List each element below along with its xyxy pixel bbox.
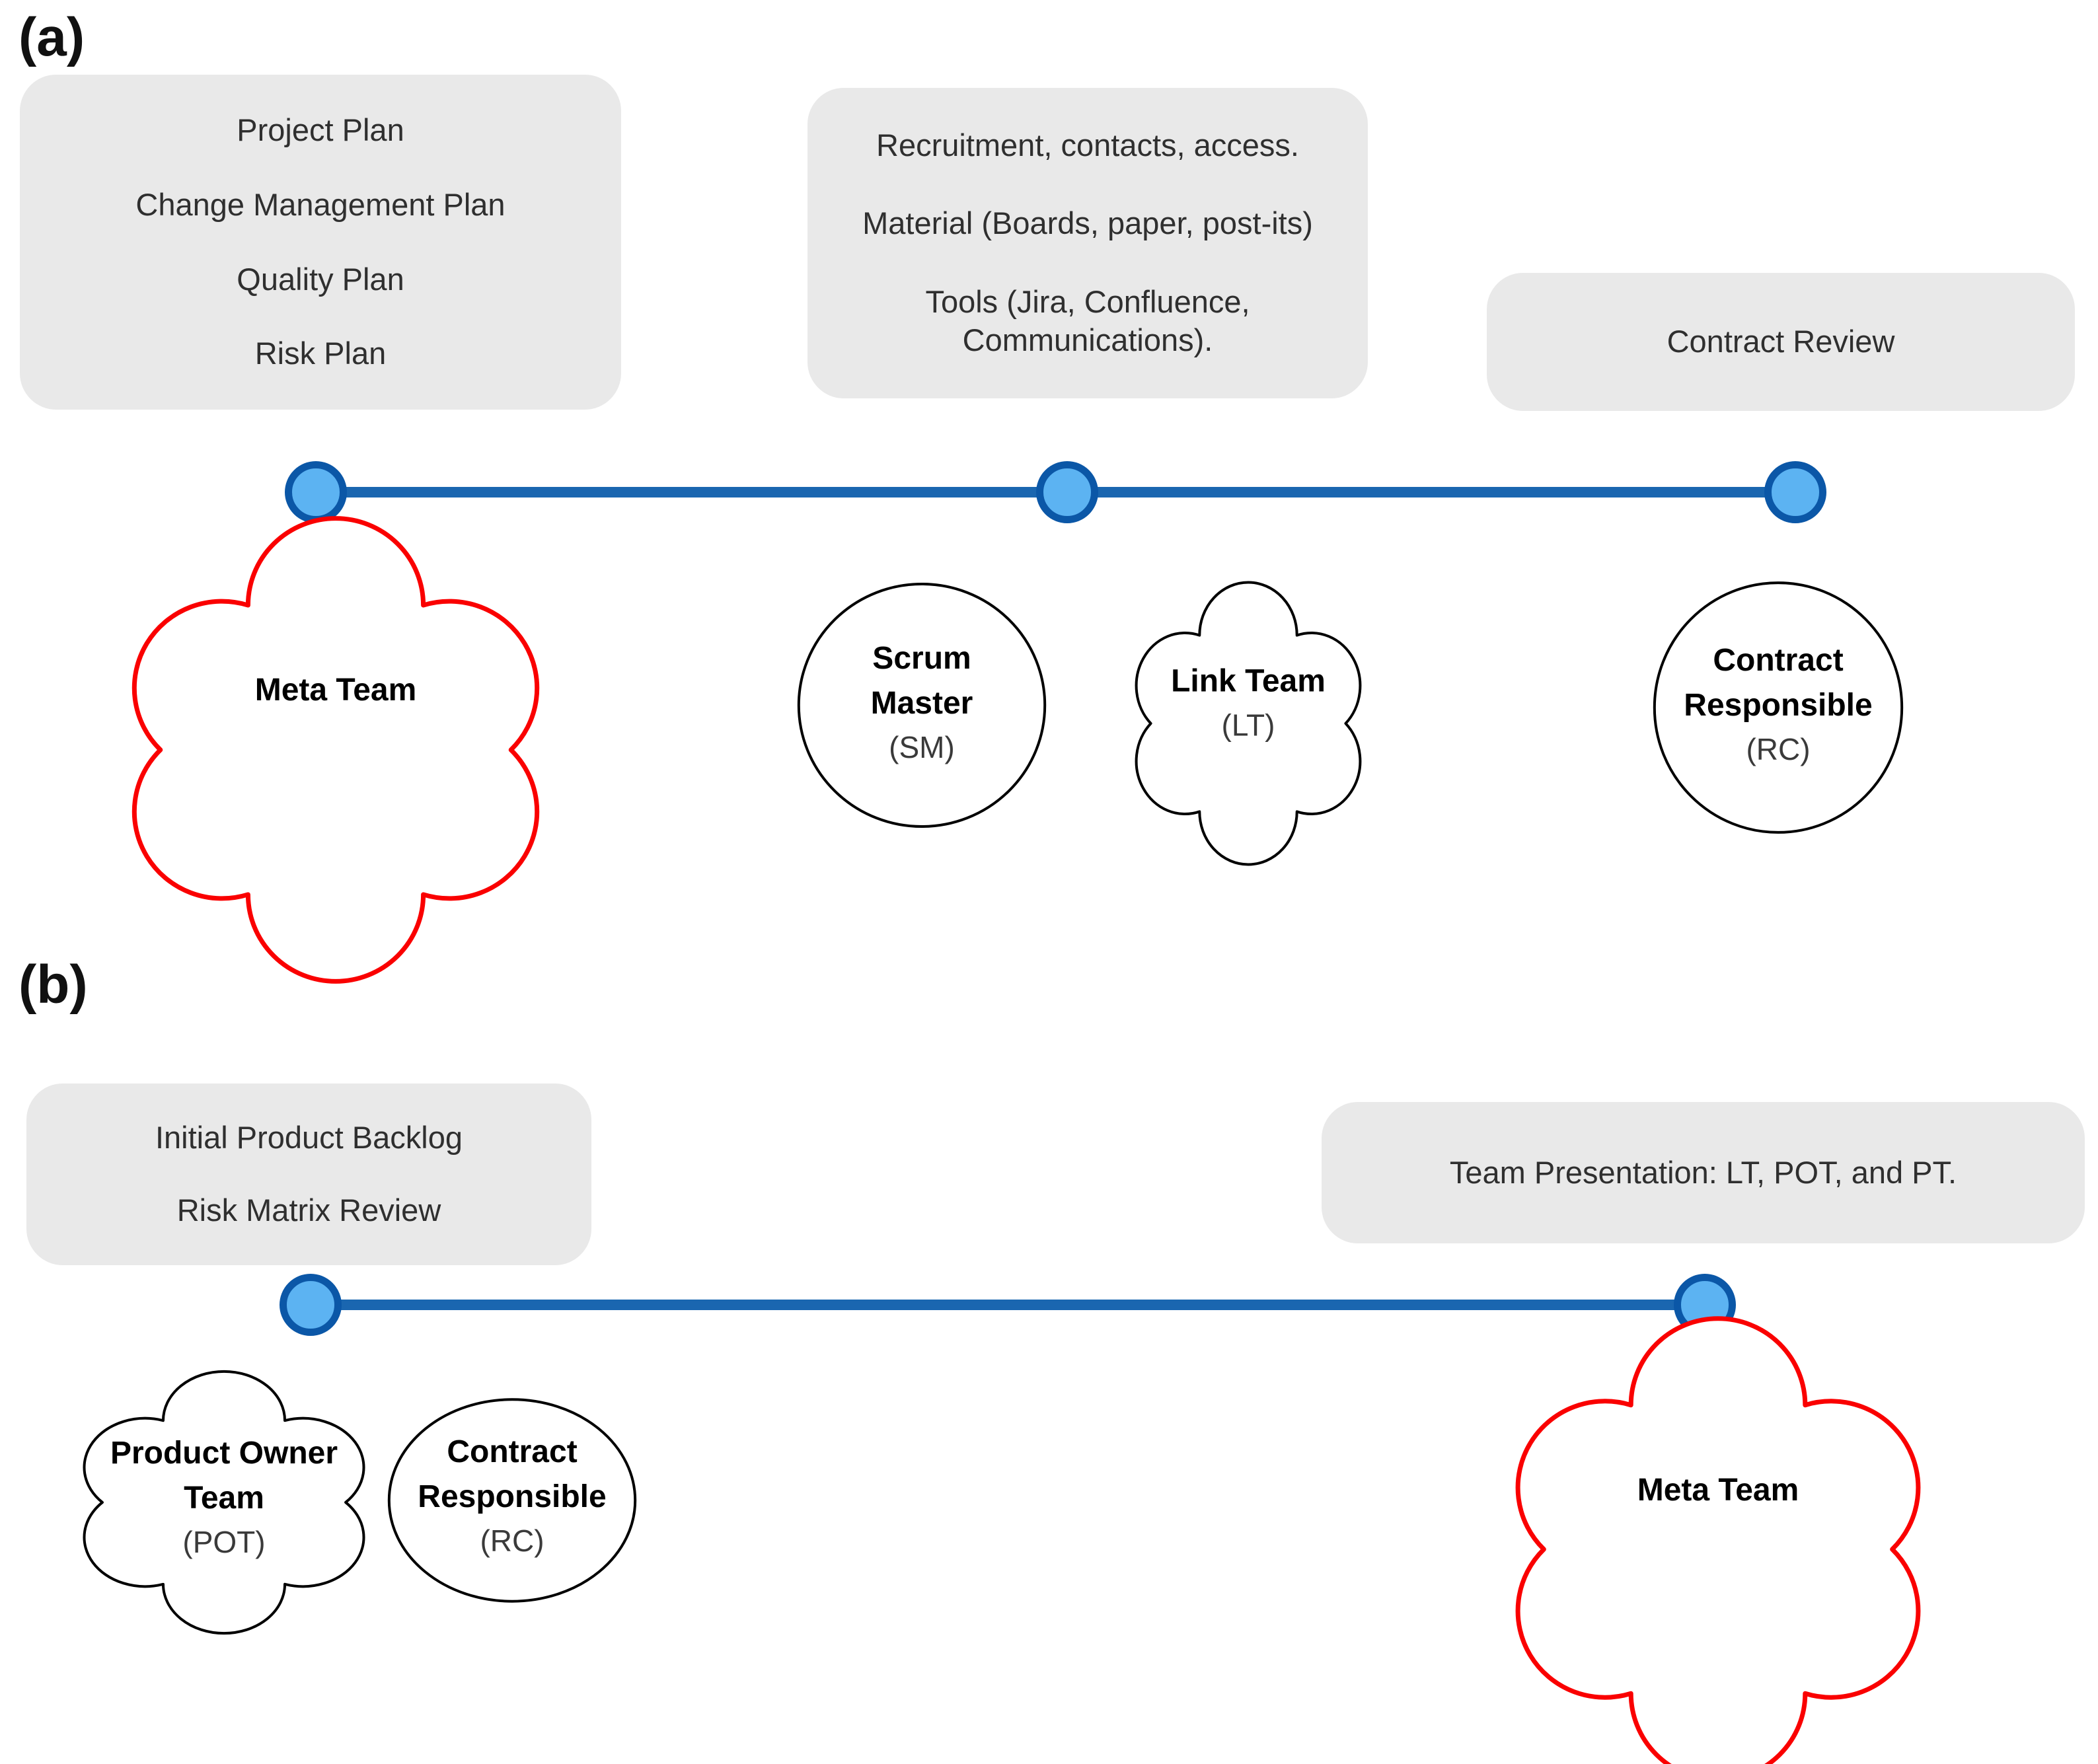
box-line: Recruitment, contacts, access. (876, 127, 1299, 163)
team-abbr: (RC) (480, 1524, 544, 1559)
team-link-team-cloud: Link Team (LT) (1123, 595, 1373, 852)
ellipse-icon (1652, 580, 1904, 835)
box-line: Quality Plan (237, 261, 404, 297)
team-abbr: (POT) (182, 1525, 266, 1560)
milestone-box-team-presentation: Team Presentation: LT, POT, and PT. (1322, 1102, 2085, 1243)
ellipse-icon (796, 581, 1047, 829)
team-scrum-master-ellipse: Scrum Master (SM) (796, 581, 1047, 829)
timeline-b-node-1 (280, 1274, 342, 1336)
team-meta-cloud-b: Meta Team (1495, 1339, 1941, 1764)
box-line: Risk Plan (254, 336, 387, 371)
team-name: Meta Team (254, 673, 417, 708)
timeline-a-node-2 (1036, 461, 1098, 523)
panel-a-label: (a) (19, 7, 85, 67)
timeline-a-node-3 (1764, 461, 1826, 523)
team-abbr: (SM) (889, 730, 955, 765)
team-name: Contract Responsible (418, 1434, 607, 1515)
team-name: Scrum Master (870, 640, 973, 721)
team-name: Meta Team (1637, 1472, 1799, 1508)
team-meta-cloud-a: Meta Team (111, 538, 560, 961)
cloud-icon (111, 538, 560, 961)
timeline-a-node-1 (285, 461, 347, 523)
box-line: Material (Boards, paper, post-its) (862, 205, 1313, 241)
milestone-box-plans: Project Plan Change Management Plan Qual… (20, 75, 621, 410)
team-name: Contract Responsible (1684, 643, 1873, 723)
team-product-owner-cloud: Product Owner Team (POT) (68, 1383, 380, 1622)
team-name: Product Owner Team (110, 1435, 338, 1516)
cloud-icon (68, 1383, 380, 1622)
cloud-icon (1123, 595, 1373, 852)
cloud-icon (1495, 1339, 1941, 1764)
timeline-b (311, 1300, 1705, 1310)
box-line: Initial Product Backlog (155, 1120, 463, 1156)
box-line: Tools (Jira, Confluence, Communications)… (925, 283, 1250, 358)
box-line: Change Management Plan (135, 186, 506, 222)
panel-b-label: (b) (19, 955, 88, 1015)
team-contract-responsible-ellipse-a: Contract Responsible (RC) (1652, 580, 1904, 835)
milestone-box-contract-review: Contract Review (1487, 273, 2075, 411)
milestone-box-backlog: Initial Product Backlog Risk Matrix Revi… (26, 1084, 591, 1265)
box-line: Contract Review (1667, 324, 1895, 359)
ellipse-icon (387, 1397, 638, 1603)
box-line: Risk Matrix Review (176, 1192, 441, 1228)
box-line: Team Presentation: LT, POT, and PT. (1449, 1154, 1957, 1190)
team-abbr: (RC) (1746, 732, 1811, 767)
box-line: Project Plan (237, 112, 404, 147)
team-contract-responsible-ellipse-b: Contract Responsible (RC) (387, 1397, 638, 1603)
team-name: Link Team (1171, 663, 1326, 699)
team-abbr: (LT) (1221, 708, 1275, 743)
milestone-box-logistics: Recruitment, contacts, access. Material … (807, 88, 1368, 398)
